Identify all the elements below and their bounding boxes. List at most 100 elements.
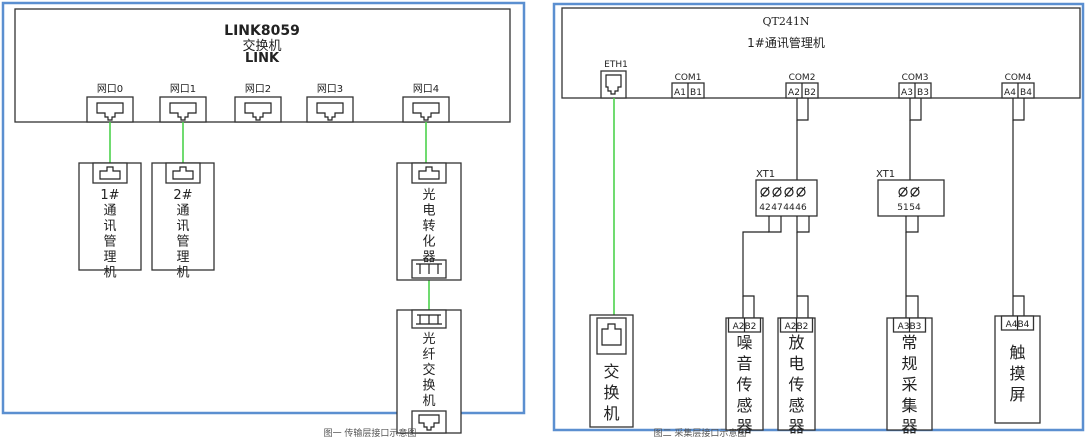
svg-text:COM1: COM1 — [675, 73, 702, 83]
device-label-char: 化 — [422, 235, 435, 250]
terminal-screw — [898, 187, 908, 197]
svg-text:B1: B1 — [690, 88, 702, 98]
terminal-number: 54 — [909, 203, 921, 213]
manager-name: 1#通讯管理机 — [747, 35, 825, 50]
switch-brand: LINK — [245, 51, 280, 66]
terminal-screw — [910, 187, 920, 197]
port-label: 网口3 — [317, 83, 343, 95]
device-label-char: 换 — [422, 379, 435, 394]
svg-text:COM3: COM3 — [902, 73, 929, 83]
svg-text:A4: A4 — [1004, 88, 1016, 98]
device-label-char: 讯 — [103, 219, 116, 234]
device-label-char: 交 — [422, 362, 435, 378]
device-pins: A4B4 — [1006, 320, 1030, 330]
device-label-char: 理 — [103, 250, 116, 265]
device-cm1: 1#通讯管理机 — [78, 162, 142, 281]
device-label-char: 电 — [788, 354, 804, 373]
terminal-screw — [772, 187, 782, 197]
com4-wire-end — [1013, 295, 1025, 316]
device-label-char: 光 — [422, 188, 435, 203]
left-panel-frame — [1, 1, 526, 415]
manager-model: QT241N — [763, 15, 810, 28]
device-label-char: 管 — [103, 235, 116, 250]
device-label-char: 噪 — [736, 333, 752, 352]
port-label: 网口0 — [97, 83, 123, 95]
switch-port-4: 网口4 — [402, 83, 450, 123]
noise-sensor-wire — [742, 231, 769, 318]
eth1-label: ETH1 — [604, 60, 628, 70]
terminal-screw — [796, 187, 806, 197]
device-label-char: 换 — [603, 383, 619, 402]
device-label-char: 机 — [176, 266, 189, 281]
device-label-char: 通 — [176, 204, 189, 219]
device-label-char: 机 — [103, 266, 116, 281]
terminal-block-xt1-2 — [877, 179, 945, 217]
port-label: 网口4 — [413, 83, 439, 95]
right-panel-frame — [552, 2, 1085, 432]
device-label-char: 器 — [736, 417, 752, 436]
comm-manager-qt241n — [561, 7, 1081, 99]
device-label-char: 屏 — [1009, 385, 1025, 404]
device-label-char: 光 — [422, 332, 435, 347]
svg-text:B2: B2 — [804, 88, 816, 98]
device-label-char: 感 — [736, 396, 752, 415]
svg-text:B3: B3 — [917, 88, 929, 98]
right-caption: 图二 采集层接口示意图 — [654, 427, 747, 438]
svg-text:A2: A2 — [788, 88, 800, 98]
svg-text:COM4: COM4 — [1005, 73, 1032, 83]
device-label-char: 纤 — [422, 348, 435, 363]
device-label-char: 传 — [736, 375, 752, 394]
terminal-block-xt1-1 — [755, 179, 818, 217]
device-touchscreen: A4B4 触摸屏 — [994, 315, 1041, 424]
device-label-char: 机 — [422, 394, 435, 409]
com3-wire-loop — [909, 98, 922, 121]
port-label: 网口1 — [170, 83, 196, 95]
xt1-wire-42-47 — [768, 216, 782, 233]
device-label-char: 2# — [173, 188, 192, 203]
device-label-char: 理 — [176, 250, 189, 265]
device-label-char: 通 — [103, 204, 116, 219]
switch-name: 交换机 — [242, 38, 281, 54]
left-caption: 图一 传输层接口示意图 — [324, 427, 417, 438]
eth1-port — [600, 70, 627, 99]
terminal-screw — [760, 187, 770, 197]
device-label-char: 器 — [788, 417, 804, 436]
com4-wire-loop — [1012, 98, 1025, 121]
com2-wire-loop — [796, 98, 809, 121]
switch-port-2: 网口2 — [234, 83, 282, 123]
device-label-char: 规 — [901, 354, 917, 373]
device-label-char: 讯 — [176, 219, 189, 234]
device-label-char: 机 — [603, 404, 619, 423]
svg-text:A1: A1 — [674, 88, 686, 98]
device-label-char: 触 — [1009, 343, 1025, 362]
device-label-char: 音 — [736, 354, 752, 373]
terminal-number: 42 — [759, 203, 770, 213]
device-label-char: 采 — [901, 375, 917, 394]
switch-port-0: 网口0 — [86, 83, 134, 123]
device-label-char: 感 — [788, 396, 804, 415]
device-switch: 交换机 — [589, 314, 634, 428]
svg-text:COM2: COM2 — [789, 73, 816, 83]
svg-text:B4: B4 — [1020, 88, 1032, 98]
device-label-char: 摸 — [1009, 364, 1025, 383]
device-label-char: 转 — [422, 219, 435, 234]
device-label-char: 器 — [901, 417, 917, 436]
xt1-label-2: XT1 — [876, 169, 895, 180]
device-label-char: 1# — [100, 188, 119, 203]
device-pins: A3B3 — [898, 322, 922, 332]
device-label-char: 电 — [422, 204, 435, 219]
port-label: 网口2 — [245, 83, 271, 95]
device-label-char: 放 — [788, 333, 804, 352]
svg-text:A3: A3 — [901, 88, 913, 98]
terminal-number: 47 — [771, 203, 782, 213]
xt1-label-1: XT1 — [756, 169, 775, 180]
